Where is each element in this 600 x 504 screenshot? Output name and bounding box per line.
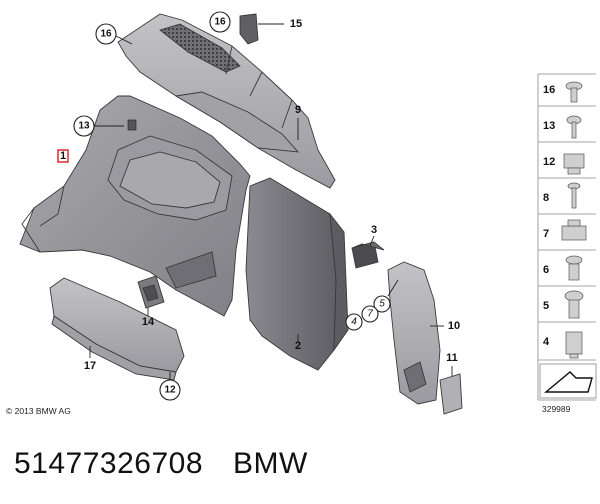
callout-7-label: 7 [367,309,373,320]
callout-10: 10 [430,320,460,332]
part-number: 51477326708 [14,447,204,480]
part-lower-trim-10 [387,261,441,405]
callout-1-label: 1 [60,150,66,162]
fastener-legend: 16 13 12 8 7 6 5 4 [537,73,597,414]
callout-3: 3 [369,224,377,247]
speaker-grille [159,23,241,73]
legend-12: 12 [543,156,555,168]
direction-arrow-icon [539,363,597,399]
callout-17-label: 17 [84,360,96,372]
legend-13: 13 [543,120,555,132]
callout-7: 7 [361,305,379,323]
callout-15-label: 15 [290,18,302,30]
part-sill-cover [49,277,185,381]
callout-5-label: 5 [379,299,385,310]
callout-17: 17 [84,346,96,372]
callout-11: 11 [446,352,458,376]
callout-9-label: 9 [295,104,301,116]
callout-4: 4 [345,313,363,331]
legend-8: 8 [543,192,549,204]
part-1-highlight: 1 [57,149,69,163]
clip-5-icon [564,290,584,319]
callout-2: 2 [295,334,301,352]
callout-13-label: 13 [78,121,90,132]
part-upper-trim [117,13,336,189]
callout-4-label: 4 [351,317,357,328]
callout-16b-label: 16 [214,17,226,28]
screw-13-icon [566,115,582,139]
screw-16-icon [565,81,583,103]
callout-13: 13 [73,115,124,137]
callout-15-group: 16 15 [209,11,302,45]
legend-7: 7 [543,228,549,240]
callout-16: 16 [95,23,133,45]
part-cover-11 [439,373,463,415]
brand-name: BMW [233,447,308,480]
legend-5: 5 [543,300,549,312]
callout-14-label: 14 [142,316,155,328]
part-connector-3 [351,241,385,269]
diagram-id: 329989 [542,404,571,414]
nut-7-icon [561,219,587,241]
part-caption: 51477326708 BMW [14,442,308,486]
callout-12-label: 12 [164,385,176,396]
callout-3-label: 3 [371,224,377,236]
callout-16-label: 16 [100,29,112,40]
part-pillar-trim [245,177,349,371]
callout-12: 12 [159,372,181,401]
part-bracket-14 [137,275,165,309]
part-screw-13 [127,119,137,131]
callout-9: 9 [295,104,301,140]
pin-8-icon [567,182,581,209]
legend-4: 4 [543,336,550,348]
callout-5: 5 [373,279,399,313]
part-side-trim-panel [19,95,251,317]
callout-14: 14 [142,308,155,328]
clip-4-icon [565,331,583,359]
copyright-text: © 2013 BMW AG [6,406,71,416]
callout-11-label: 11 [446,352,458,364]
legend-6: 6 [543,264,549,276]
callout-2-label: 2 [295,340,301,352]
clip-12-icon [563,153,585,175]
clip-6-icon [565,255,583,281]
legend-16: 16 [543,84,555,96]
callout-10-label: 10 [448,320,460,332]
